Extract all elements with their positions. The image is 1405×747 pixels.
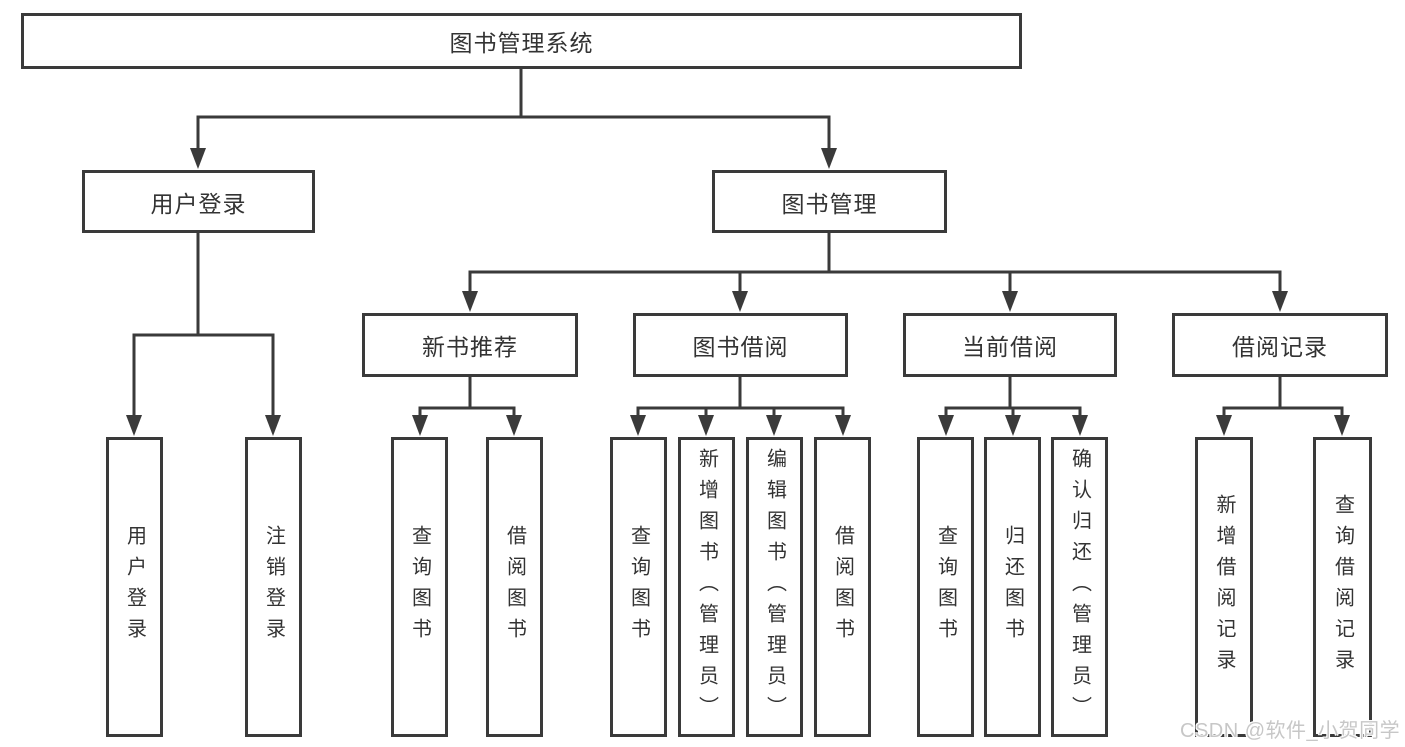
leaf-logout-label: 注销登录 <box>262 525 285 649</box>
leaf-query-borrow-record: 查询借阅记录 <box>1313 437 1372 737</box>
node-book-borrowing: 图书借阅 <box>633 313 848 377</box>
leaf-add-borrow-record-label: 新增借阅记录 <box>1213 494 1235 680</box>
csdn-watermark: CSDN @软件_小贺同学 <box>1180 720 1401 742</box>
leaf-query-books-borrowing: 查询图书 <box>610 437 667 737</box>
node-current-borrowing: 当前借阅 <box>903 313 1117 377</box>
leaf-add-book-admin-label: 新增图书（管理员） <box>695 447 718 727</box>
leaf-return-books: 归还图书 <box>984 437 1041 737</box>
leaf-query-books-recommend: 查询图书 <box>391 437 448 737</box>
leaf-query-borrow-record-label: 查询借阅记录 <box>1331 494 1354 680</box>
leaf-logout: 注销登录 <box>245 437 302 737</box>
node-new-book-recommend: 新书推荐 <box>362 313 578 377</box>
leaf-borrow-books: 借阅图书 <box>814 437 871 737</box>
leaf-add-borrow-record: 新增借阅记录 <box>1195 437 1253 737</box>
leaf-return-books-label: 归还图书 <box>1001 525 1024 649</box>
leaf-confirm-return-admin: 确认归还（管理员） <box>1051 437 1108 737</box>
leaf-query-books-borrowing-label: 查询图书 <box>627 525 650 649</box>
node-borrowing-records: 借阅记录 <box>1172 313 1388 377</box>
leaf-add-book-admin: 新增图书（管理员） <box>678 437 735 737</box>
leaf-confirm-return-admin-label: 确认归还（管理员） <box>1068 447 1091 727</box>
leaf-query-books-current-label: 查询图书 <box>934 525 957 649</box>
leaf-borrow-books-recommend: 借阅图书 <box>486 437 543 737</box>
leaf-edit-book-admin-label: 编辑图书（管理员） <box>763 447 786 727</box>
leaf-edit-book-admin: 编辑图书（管理员） <box>746 437 803 737</box>
leaf-user-login: 用户登录 <box>106 437 163 737</box>
leaf-user-login-label: 用户登录 <box>123 525 146 649</box>
leaf-query-books-recommend-label: 查询图书 <box>408 525 431 649</box>
leaf-query-books-current: 查询图书 <box>917 437 974 737</box>
leaf-borrow-books-label: 借阅图书 <box>831 525 854 649</box>
leaf-borrow-books-recommend-label: 借阅图书 <box>503 525 526 649</box>
node-library-management-system: 图书管理系统 <box>21 13 1022 69</box>
node-user-login: 用户登录 <box>82 170 315 233</box>
node-book-management: 图书管理 <box>712 170 947 233</box>
